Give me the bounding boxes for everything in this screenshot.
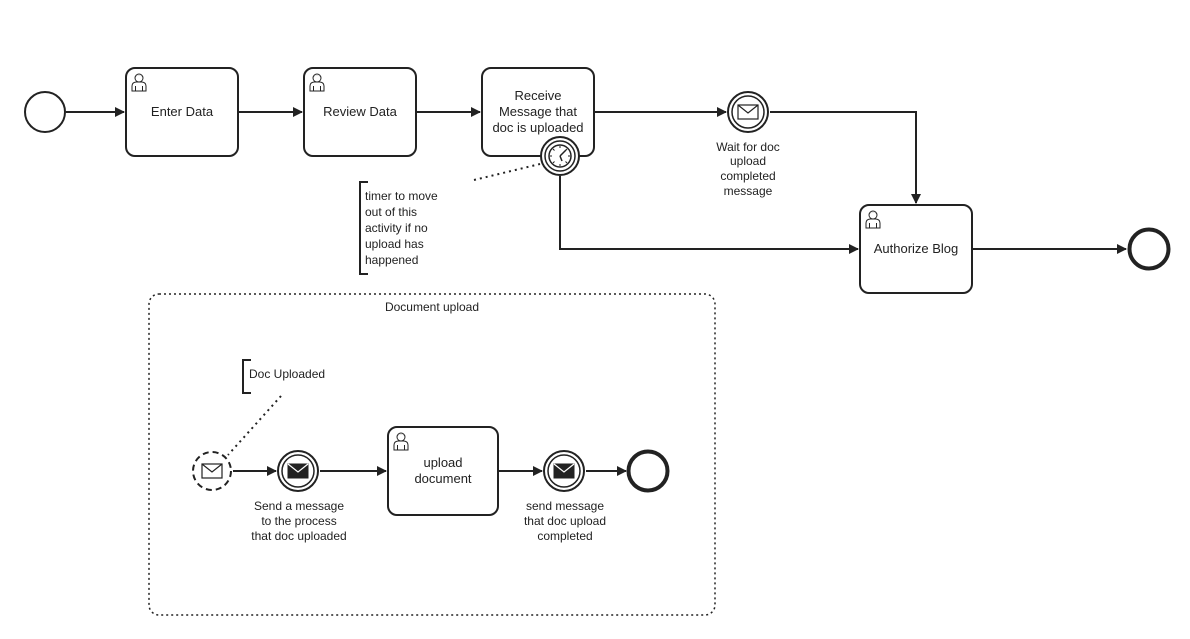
event-label-line: message [724,184,773,198]
event-label-line: send message [526,499,604,513]
envelope-icon [201,463,223,479]
event-label-line: that doc upload [524,514,606,528]
boundary-timer-event[interactable] [540,136,580,176]
flow-wait-to-authorize[interactable] [770,111,921,204]
task-label-line: Message that [499,104,577,119]
task-authorize-blog[interactable]: Authorize Blog [859,204,973,294]
task-enter-data[interactable]: Enter Data [125,67,239,157]
annotation-timer-note[interactable]: timer to move out of this activity if no… [359,181,438,275]
association-doc-uploaded [227,395,282,456]
event-label-line: to the process [261,514,336,528]
envelope-icon [737,104,759,120]
task-label: Enter Data [151,104,214,119]
event-send-to-process[interactable] [277,450,319,492]
event-wait-for-doc[interactable] [727,91,769,133]
subprocess-end-event[interactable] [626,449,670,493]
start-event[interactable] [24,91,66,133]
envelope-icon [287,463,309,479]
annotation-label: Doc Uploaded [249,367,325,381]
event-label-line: Wait for doc [716,140,780,154]
annotation-line: timer to move [365,189,438,203]
task-label-line: Receive [515,88,562,103]
task-receive-message[interactable]: Receive Message that doc is uploaded [481,67,595,157]
task-upload-document[interactable]: upload document [387,426,499,516]
event-label-line: upload [730,154,766,168]
event-label-line: Send a message [254,499,344,513]
association-timer-note [473,163,541,181]
envelope-icon [553,463,575,479]
event-label-line: that doc uploaded [251,529,346,543]
event-label-line: completed [720,169,775,183]
annotation-line: happened [365,253,418,267]
annotation-line: activity if no [365,221,428,235]
flow-timer-to-authorize[interactable] [559,176,859,254]
task-label-line: document [414,471,471,486]
annotation-line: out of this [365,205,417,219]
event-label-line: completed [537,529,592,543]
task-label: Review Data [323,104,397,119]
event-send-completed[interactable] [543,450,585,492]
timer-icon [548,144,572,168]
task-review-data[interactable]: Review Data [303,67,417,157]
task-label-line: upload [423,455,462,470]
subprocess-start-message-event[interactable] [192,451,232,491]
annotation-line: upload has [365,237,424,251]
task-label-line: doc is uploaded [492,120,583,135]
task-label: Authorize Blog [874,241,959,256]
subprocess-title: Document upload [385,300,479,314]
annotation-doc-uploaded[interactable]: Doc Uploaded [242,359,325,394]
end-event[interactable] [1127,227,1171,271]
subprocess-document-upload[interactable] [148,293,716,616]
